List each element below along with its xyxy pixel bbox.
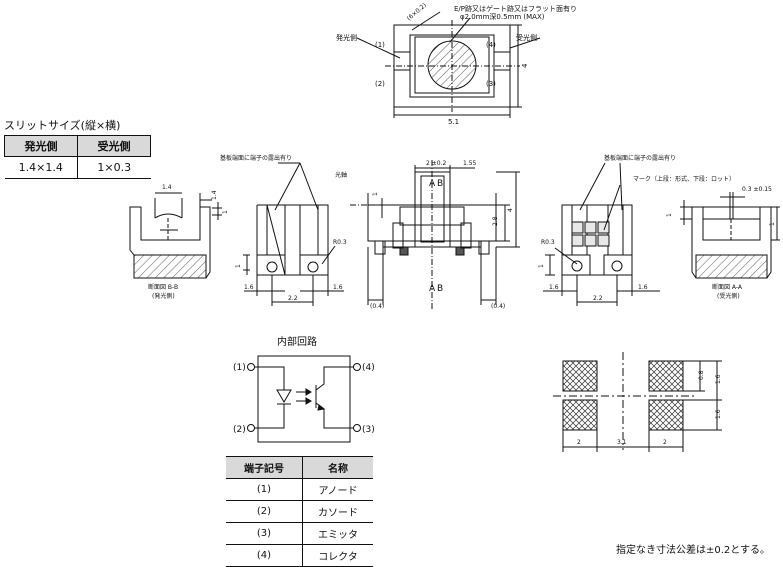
emitter-side-label: 発光側: [336, 33, 357, 42]
bb-dim-side: 1.4: [211, 190, 218, 200]
pin-table-header: 端子記号 名称: [226, 456, 373, 479]
front-right-dim-a: 1.6: [549, 284, 559, 291]
section-aa-labels: 0.3 ±0.15 1 1 断面図 A-A (受光側): [666, 186, 776, 300]
circuit-pin-1: (1): [233, 363, 246, 373]
front-left-dim-c: 2.2: [288, 295, 298, 302]
top-view: [356, 11, 541, 118]
front-view-right: [543, 162, 660, 306]
pin-symbol: (1): [226, 478, 303, 501]
aa-dim-1: 0.3 ±0.15: [742, 186, 772, 193]
side-dim-top: 2 ±0.2: [426, 160, 446, 167]
front-left-labels: 基板端面に端子の露出有り R0.3 1 1.6 1.6 2.2: [220, 154, 347, 302]
slit-header-emitter: 発光側: [4, 135, 78, 157]
front-right-dim-c: 2.2: [593, 295, 603, 302]
internal-circuit-title: 内部回路: [277, 337, 317, 348]
front-right-dim-left: 1: [538, 264, 545, 268]
front-left-dim-left: 1: [235, 264, 242, 268]
pin-symbol: (3): [226, 522, 303, 545]
slit-size-table: 発光側 受光側 1.4×1.4 1×0.3: [4, 135, 151, 179]
bb-caption-2: (発光側): [152, 292, 175, 300]
circuit-pin-3: (3): [362, 425, 375, 435]
gate-note-1: E/P跡又はゲート跡又はフラット面有り: [454, 4, 577, 13]
side-dim-bottom-left: (0.4): [370, 303, 384, 310]
bb-dim-right: 1: [222, 210, 229, 214]
pad-dim-w-2: 3.1: [617, 439, 627, 446]
receiver-side-label: 受光側: [516, 33, 537, 42]
pin-header-name: 名称: [302, 456, 373, 479]
circuit-pin-2: (2): [233, 425, 246, 435]
pad-layout: [553, 352, 722, 452]
slit-value-row: 1.4×1.4 1×0.3: [4, 156, 151, 179]
side-view: [350, 160, 520, 310]
pin-header-symbol: 端子記号: [226, 456, 303, 479]
pad-dim-w-1: 2: [577, 439, 581, 446]
top-pin-1: (1): [375, 41, 385, 49]
front-right-dim-b: 1.6: [638, 284, 648, 291]
side-view-labels: 光軸 2 ±0.2 1.55 1 2.8 4 A B A B (0.4) (0.…: [335, 160, 514, 310]
bb-dim-top: 1.4: [162, 184, 172, 191]
pin-name: アノード: [302, 478, 373, 501]
aa-dim-2: 1: [666, 213, 673, 217]
slit-value-emitter: 1.4×1.4: [4, 156, 78, 179]
section-bb: [129, 192, 222, 279]
top-height-dim: 4: [521, 63, 529, 68]
top-width-dim: 5.1: [448, 118, 459, 126]
front-view-left: [243, 162, 344, 306]
slit-value-receiver: 1×0.3: [77, 156, 151, 179]
section-b-top: B: [437, 179, 443, 189]
aa-caption-1: 断面図 A-A: [712, 283, 743, 291]
table-row: (3) エミッタ: [226, 522, 373, 545]
pin-symbol: (4): [226, 544, 303, 567]
section-aa: [680, 192, 780, 279]
slit-size-title: スリットサイズ(縦×横): [4, 119, 121, 132]
top-pin-4: (4): [486, 41, 496, 49]
optical-axis-label: 光軸: [335, 171, 347, 179]
side-dim-4: 4: [507, 208, 514, 212]
pin-name: コレクタ: [302, 544, 373, 567]
corner-label: (6×0.2): [406, 2, 428, 22]
aa-caption-2: (受光側): [717, 292, 740, 300]
side-dim-top-right: 1.55: [463, 160, 477, 167]
side-dim-bottom-right: (0.4): [491, 303, 505, 310]
bb-caption-1: 断面図 B-B: [148, 283, 178, 291]
top-pin-3: (3): [486, 80, 496, 88]
circuit-pin-4: (4): [362, 363, 375, 373]
pad-dim-h-1: 0.8: [698, 370, 705, 380]
internal-circuit: [247, 355, 361, 443]
gate-note-2: φ2.0mm深0.5mm (MAX): [460, 12, 545, 21]
table-row: (1) アノード: [226, 478, 373, 501]
pad-dim-h-2: 1.6: [715, 374, 722, 384]
pad-dim-h-3: 1.6: [715, 409, 722, 419]
front-left-dim-b: 1.6: [333, 284, 343, 291]
tolerance-note: 指定なき寸法公差は±0.2とする。: [616, 545, 770, 556]
mark-note: マーク（上段：形式、下段：ロット）: [633, 175, 735, 183]
section-a-bottom: A: [429, 284, 436, 294]
top-pin-2: (2): [375, 80, 385, 88]
slit-header-row: 発光側 受光側: [4, 135, 151, 157]
front-left-dim-a: 1.6: [244, 284, 254, 291]
section-a-top: A: [429, 179, 436, 189]
front-left-note: 基板端面に端子の露出有り: [220, 154, 292, 162]
section-b-bottom: B: [437, 284, 443, 294]
pin-symbol: (2): [226, 500, 303, 523]
table-row: (2) カソード: [226, 500, 373, 523]
circuit-labels: (1) (2) (3) (4): [233, 363, 375, 435]
pin-name: エミッタ: [302, 522, 373, 545]
front-right-labels: 基板端面に端子の露出有り マーク（上段：形式、下段：ロット） R0.3 1 1.…: [538, 154, 735, 302]
aa-dim-3: 1: [769, 222, 776, 226]
front-left-radius: R0.3: [333, 239, 347, 246]
pin-name: カソード: [302, 500, 373, 523]
table-row: (4) コレクタ: [226, 544, 373, 567]
slit-header-receiver: 受光側: [77, 135, 151, 157]
side-dim-2-8: 2.8: [492, 216, 499, 226]
side-dim-left: 1: [372, 192, 379, 196]
pad-dim-w-3: 2: [663, 439, 667, 446]
front-right-note: 基板端面に端子の露出有り: [604, 154, 676, 162]
front-right-radius: R0.3: [541, 239, 555, 246]
pad-layout-labels: 0.8 1.6 1.6 2 3.1 2: [577, 370, 722, 446]
section-bb-labels: 1.4 1.4 1 断面図 B-B (発光側): [148, 184, 229, 300]
pin-table: 端子記号 名称 (1) アノード (2) カソード (3) エミッタ (4) コ…: [226, 456, 373, 567]
